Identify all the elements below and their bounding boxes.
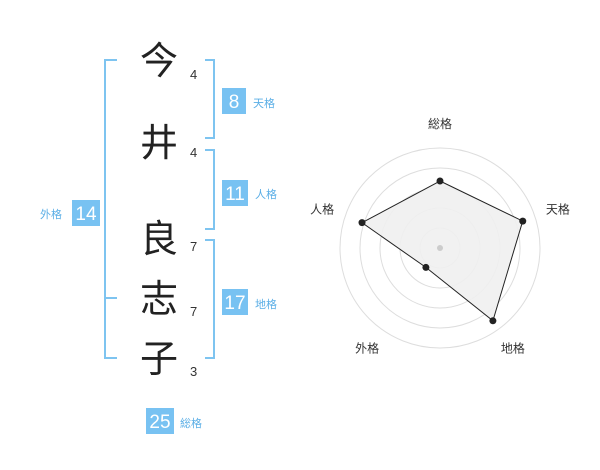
tenkaku-value: 8 xyxy=(229,92,240,113)
radar-point xyxy=(489,317,497,325)
radar-center xyxy=(437,245,443,251)
stroke-count: 4 xyxy=(190,145,197,160)
name-kanji: 今 xyxy=(140,39,178,83)
gaikaku-value: 14 xyxy=(75,204,97,225)
stroke-count: 3 xyxy=(190,364,197,379)
radar-point xyxy=(436,177,444,185)
soukaku-box: 25 総格 xyxy=(146,408,202,434)
chikaku-bracket xyxy=(205,239,215,359)
name-kanji: 良 xyxy=(140,217,178,261)
tenkaku-bracket xyxy=(205,59,215,139)
radar-axis-label: 外格 xyxy=(355,340,379,355)
tenkaku-label: 天格 xyxy=(253,96,275,110)
gaikaku-box: 外格 14 xyxy=(40,200,100,226)
name-char-1: 今 4 xyxy=(140,39,197,83)
radar-axis-label: 天格 xyxy=(546,202,570,217)
name-kanji: 志 xyxy=(140,277,178,321)
chikaku-value: 17 xyxy=(224,293,245,314)
name-char-4: 志 7 xyxy=(140,277,197,321)
chikaku-label: 地格 xyxy=(255,297,277,311)
jinkaku-label: 人格 xyxy=(255,187,277,201)
soukaku-label: 総格 xyxy=(180,416,202,430)
jinkaku-value: 11 xyxy=(225,184,245,205)
radar-ring xyxy=(359,167,521,329)
soukaku-value: 25 xyxy=(149,412,170,433)
name-char-3: 良 7 xyxy=(140,217,197,261)
radar-axis-label: 地格 xyxy=(501,340,525,355)
stroke-count: 7 xyxy=(190,304,197,319)
jinkaku-box: 11 人格 xyxy=(222,180,277,206)
name-char-2: 井 4 xyxy=(140,121,197,165)
radar-point xyxy=(358,219,366,227)
tenkaku-box: 8 天格 xyxy=(222,88,275,114)
gaikaku-bracket xyxy=(104,59,117,359)
radar-point xyxy=(519,217,527,225)
name-kanji: 井 xyxy=(140,121,178,165)
chikaku-box: 17 地格 xyxy=(222,289,277,315)
name-kanji: 子 xyxy=(140,337,178,381)
name-char-5: 子 3 xyxy=(140,337,197,381)
radar-axis-label: 総格 xyxy=(428,116,452,131)
jinkaku-bracket xyxy=(205,149,215,230)
gaikaku-label: 外格 xyxy=(40,207,62,221)
radar-polygon xyxy=(361,180,524,322)
radar-axis-label: 人格 xyxy=(310,202,334,217)
stroke-count: 7 xyxy=(190,239,197,254)
radar-point xyxy=(422,263,430,271)
stroke-count: 4 xyxy=(190,67,197,82)
